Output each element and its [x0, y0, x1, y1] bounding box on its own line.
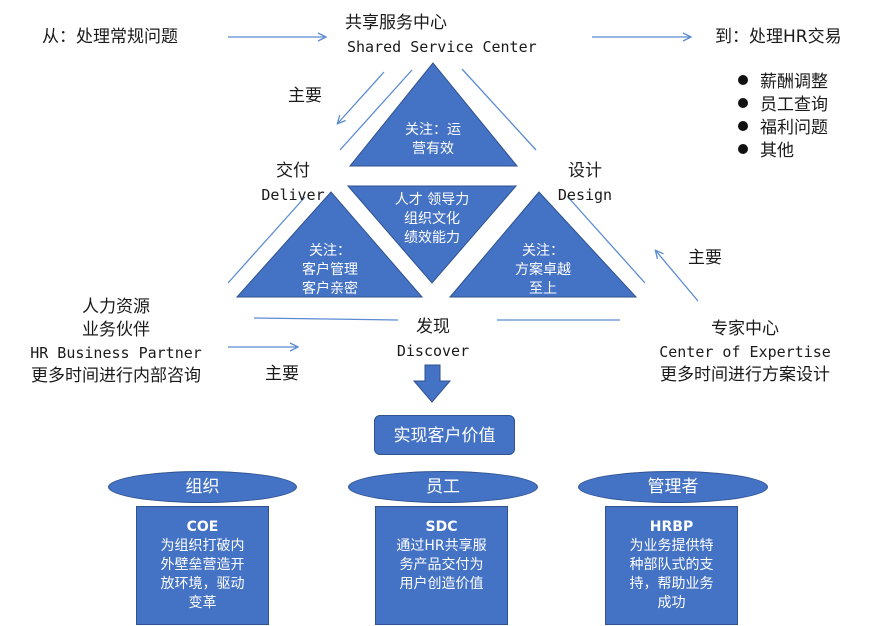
triangle-right [448, 191, 638, 298]
triangle-top-line2: 营有效 [412, 141, 454, 157]
card-coe-title: COE [186, 519, 219, 535]
triangle-right-line3: 至上 [529, 281, 557, 297]
card-hrbp-desc: 为业务提供特 种部队式的支 持，帮助业务 成功 [629, 538, 714, 611]
ellipse-employee: 员工 [348, 471, 538, 503]
hr-transaction-list: 薪酬调整员工查询福利问题其他 [738, 71, 828, 163]
card-sdc-desc: 通过HR共享服 务产品交付为 用户创造价值 [396, 538, 487, 592]
arrow-main-coe [656, 251, 699, 302]
triangle-center-inverted [346, 185, 518, 284]
hrbp-line4: 更多时间进行内部咨询 [31, 366, 201, 386]
triangle-left-line2: 客户管理 [302, 262, 358, 278]
deliver-label-cn: 交付 [276, 161, 310, 181]
main-label-ssc: 主要 [288, 86, 322, 106]
arrow-main-ssc [338, 71, 385, 123]
card-hrbp: HRBP 为业务提供特 种部队式的支 持，帮助业务 成功 [605, 506, 738, 625]
hrbp-description: 人力资源 业务伙伴 HR Business Partner 更多时间进行内部咨询 [10, 296, 222, 388]
design-label-cn: 设计 [568, 161, 602, 181]
bullet-dot-icon [738, 98, 748, 108]
card-hrbp-title: HRBP [649, 519, 694, 535]
deliver-label-en: Deliver [261, 186, 325, 204]
hr-transaction-item: 员工查询 [738, 94, 828, 117]
triangle-center-line3: 绩效能力 [404, 230, 460, 246]
triangle-center-line1: 人才 领导力 [394, 192, 470, 208]
coe-description: 专家中心 Center of Expertise 更多时间进行方案设计 [645, 318, 845, 387]
main-label-hrbp: 主要 [265, 364, 299, 384]
ellipse-organization: 组织 [108, 471, 297, 503]
from-label: 从：处理常规问题 [42, 27, 178, 47]
to-label: 到：处理HR交易 [715, 27, 842, 47]
coe-line1: 专家中心 [711, 319, 779, 339]
ssc-title-cn: 共享服务中心 [345, 13, 447, 33]
main-label-coe: 主要 [688, 248, 722, 268]
triangle-top-text: 关注：运 营有效 [393, 121, 473, 159]
design-label-en: Design [557, 186, 613, 204]
cycle-line-left [227, 196, 306, 284]
down-arrow [412, 364, 452, 403]
card-sdc-title: SDC [425, 519, 458, 535]
ssc-title-en: Shared Service Center [347, 38, 537, 56]
cycle-line-bottom-left [253, 317, 399, 321]
triangle-right-text: 关注： 方案卓越 至上 [503, 242, 583, 299]
coe-line2: Center of Expertise [659, 343, 831, 361]
bullet-dot-icon [738, 144, 748, 154]
triangle-left-line1: 关注： [309, 243, 351, 259]
card-coe: COE 为组织打破内 外壁垒营造开 放环境，驱动 变革 [136, 506, 269, 625]
cycle-line-right [566, 195, 646, 284]
triangle-right-line2: 方案卓越 [515, 262, 571, 278]
hr-transaction-label: 福利问题 [760, 118, 828, 138]
ellipse-manager: 管理者 [578, 471, 768, 503]
hr-transaction-item: 福利问题 [738, 117, 828, 140]
triangle-left-text: 关注： 客户管理 客户亲密 [290, 242, 370, 299]
discover-label-cn: 发现 [416, 317, 450, 337]
card-sdc: SDC 通过HR共享服 务产品交付为 用户创造价值 [375, 506, 508, 625]
hrbp-line1: 人力资源 [82, 297, 150, 317]
card-coe-desc: 为组织打破内 外壁垒营造开 放环境，驱动 变革 [160, 538, 245, 611]
hr-transaction-label: 薪酬调整 [760, 72, 828, 92]
customer-value-box: 实现客户价值 [374, 415, 515, 455]
cycle-line-top-right [461, 68, 537, 151]
hrbp-line3: HR Business Partner [30, 344, 202, 362]
cycle-line-top-left [339, 69, 413, 151]
hr-transaction-label: 其他 [760, 141, 794, 161]
hrbp-line2: 业务伙伴 [82, 320, 150, 340]
hr-transaction-label: 员工查询 [760, 95, 828, 115]
triangle-left [235, 191, 424, 298]
triangle-center-text: 人才 领导力 组织文化 绩效能力 [387, 191, 477, 248]
triangle-left-line3: 客户亲密 [302, 281, 358, 297]
hr-transaction-item: 薪酬调整 [738, 71, 828, 94]
triangle-top-line1: 关注：运 [405, 122, 461, 138]
bullet-dot-icon [738, 75, 748, 85]
discover-label-en: Discover [396, 342, 470, 360]
bullet-dot-icon [738, 121, 748, 131]
triangle-center-line2: 组织文化 [404, 211, 460, 227]
hr-transaction-item: 其他 [738, 140, 828, 163]
triangle-right-line1: 关注： [522, 243, 564, 259]
coe-line3: 更多时间进行方案设计 [660, 365, 830, 385]
triangle-top [348, 62, 519, 167]
